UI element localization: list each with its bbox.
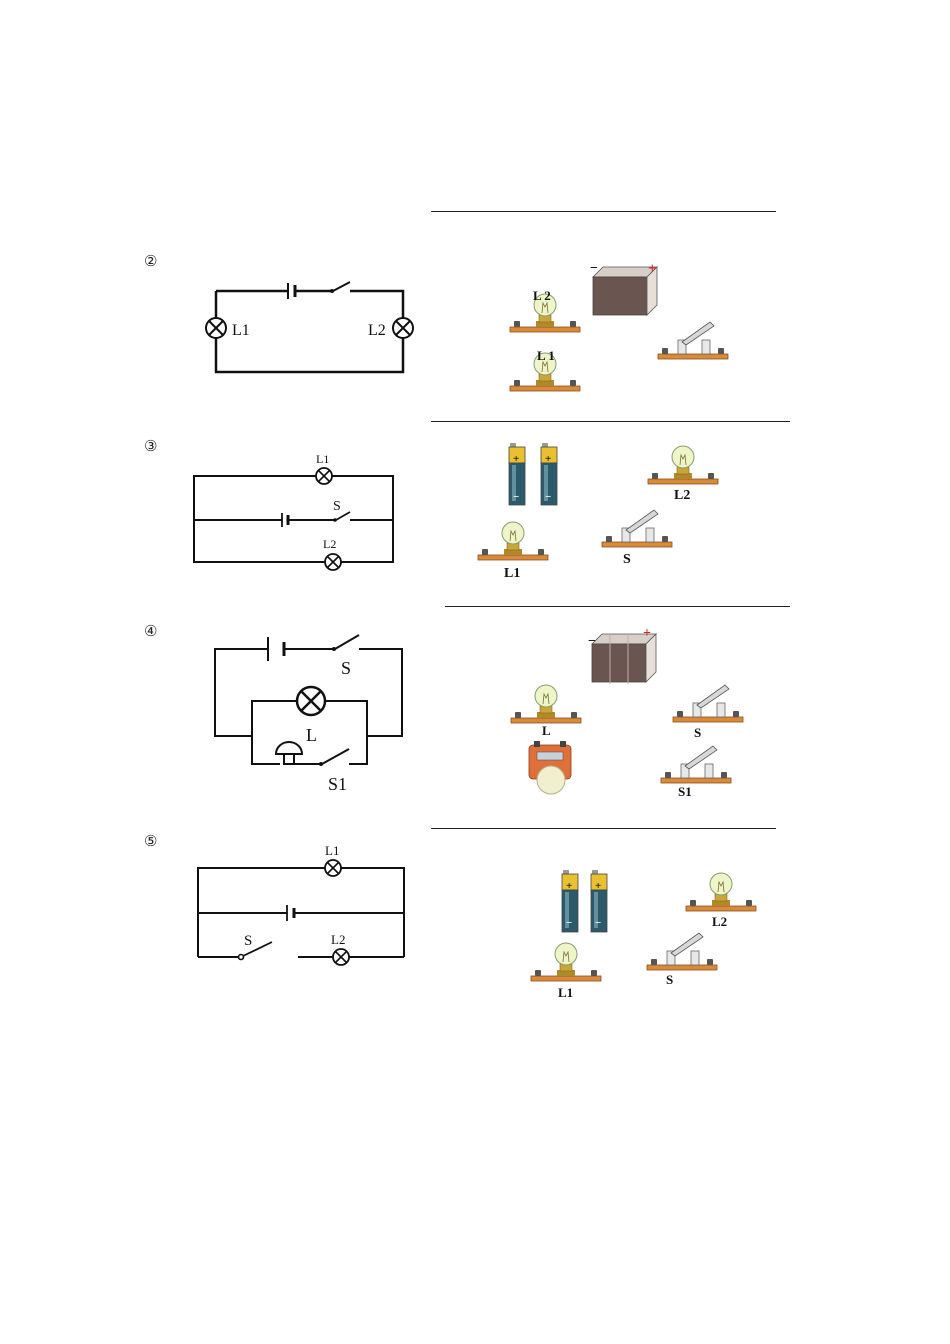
label-s: S <box>666 972 673 987</box>
problem-number-2: ② <box>144 252 158 270</box>
schematic-5: L1 S L2 <box>197 843 405 966</box>
section-rule-4 <box>431 828 776 829</box>
section-rule-3 <box>445 606 790 607</box>
label-l2: L2 <box>712 914 727 929</box>
switch-s-icon <box>672 684 744 723</box>
bulb-l2-icon <box>647 445 719 485</box>
physical-3: + + − − L2 L1 S <box>477 442 719 581</box>
cell-minus: − <box>566 917 572 929</box>
switch-s1-blade <box>321 748 350 765</box>
problem-number-5: ⑤ <box>144 832 158 850</box>
switch-blade <box>335 511 351 521</box>
label-l1: L 1 <box>537 348 555 363</box>
label-l: L <box>306 725 317 745</box>
label-s1: S1 <box>678 784 692 799</box>
battery-plus: + <box>643 626 651 641</box>
bulb-l-icon <box>510 684 582 724</box>
label-l1: L1 <box>504 566 520 581</box>
lamp-l1-symbol <box>324 859 342 877</box>
label-l: L <box>542 723 551 738</box>
label-l1: L1 <box>558 985 573 1000</box>
schematic-2: L1 L2 <box>205 281 414 374</box>
label-l1: L1 <box>232 322 250 339</box>
cell-minus: − <box>513 491 519 503</box>
battery-minus: − <box>588 634 596 649</box>
label-l1: L1 <box>325 843 339 858</box>
switch-icon <box>657 321 729 360</box>
label-s: S <box>333 499 341 514</box>
schematic-4: S L S1 <box>214 634 403 794</box>
lamp-l2-symbol <box>392 317 414 339</box>
physical-2: L 2 L 1 − + <box>509 261 729 392</box>
battery-minus: − <box>590 261 598 276</box>
label-l2: L2 <box>368 322 386 339</box>
bell-icon <box>274 741 304 755</box>
switch-blade <box>242 941 273 957</box>
section-rule-1 <box>431 211 776 212</box>
cell-plus: + <box>595 880 601 892</box>
label-l2: L 2 <box>533 288 551 303</box>
switch-icon <box>601 509 673 548</box>
label-l1: L1 <box>316 452 329 466</box>
lamp-l2-symbol <box>332 948 350 966</box>
lamp-l1-symbol <box>205 317 227 339</box>
cell-plus: + <box>545 453 551 465</box>
cell-plus: + <box>513 453 519 465</box>
problem-number-4: ④ <box>144 622 158 640</box>
lamp-l1-symbol <box>315 467 333 485</box>
label-s1: S1 <box>328 774 347 794</box>
label-l2: L2 <box>331 932 345 947</box>
physical-5: + + − − L2 L1 S <box>530 869 757 1000</box>
battery-icon <box>591 633 657 683</box>
label-s: S <box>623 552 631 567</box>
label-s: S <box>694 725 701 740</box>
label-l2: L2 <box>674 488 690 503</box>
physical-4: − + L S S1 <box>510 626 744 799</box>
cell-minus: − <box>545 491 551 503</box>
label-s: S <box>244 933 252 949</box>
bulb-l1-icon <box>477 521 549 561</box>
switch-blade <box>332 281 351 292</box>
cell-plus: + <box>566 880 572 892</box>
label-s: S <box>341 658 351 678</box>
problem-number-3: ③ <box>144 437 158 455</box>
switch-s1-icon <box>660 745 732 784</box>
electric-bell-icon <box>528 741 572 795</box>
switch-s-blade <box>334 634 360 650</box>
label-l2: L2 <box>323 537 336 551</box>
section-rule-2 <box>431 421 790 422</box>
bulb-l2-icon <box>685 872 757 912</box>
schematic-3: L1 S L2 <box>193 452 394 571</box>
lamp-l2-symbol <box>324 553 342 571</box>
bulb-l1-icon <box>530 942 602 982</box>
switch-icon <box>646 932 718 971</box>
cell-minus: − <box>595 917 601 929</box>
battery-plus: + <box>648 261 657 277</box>
